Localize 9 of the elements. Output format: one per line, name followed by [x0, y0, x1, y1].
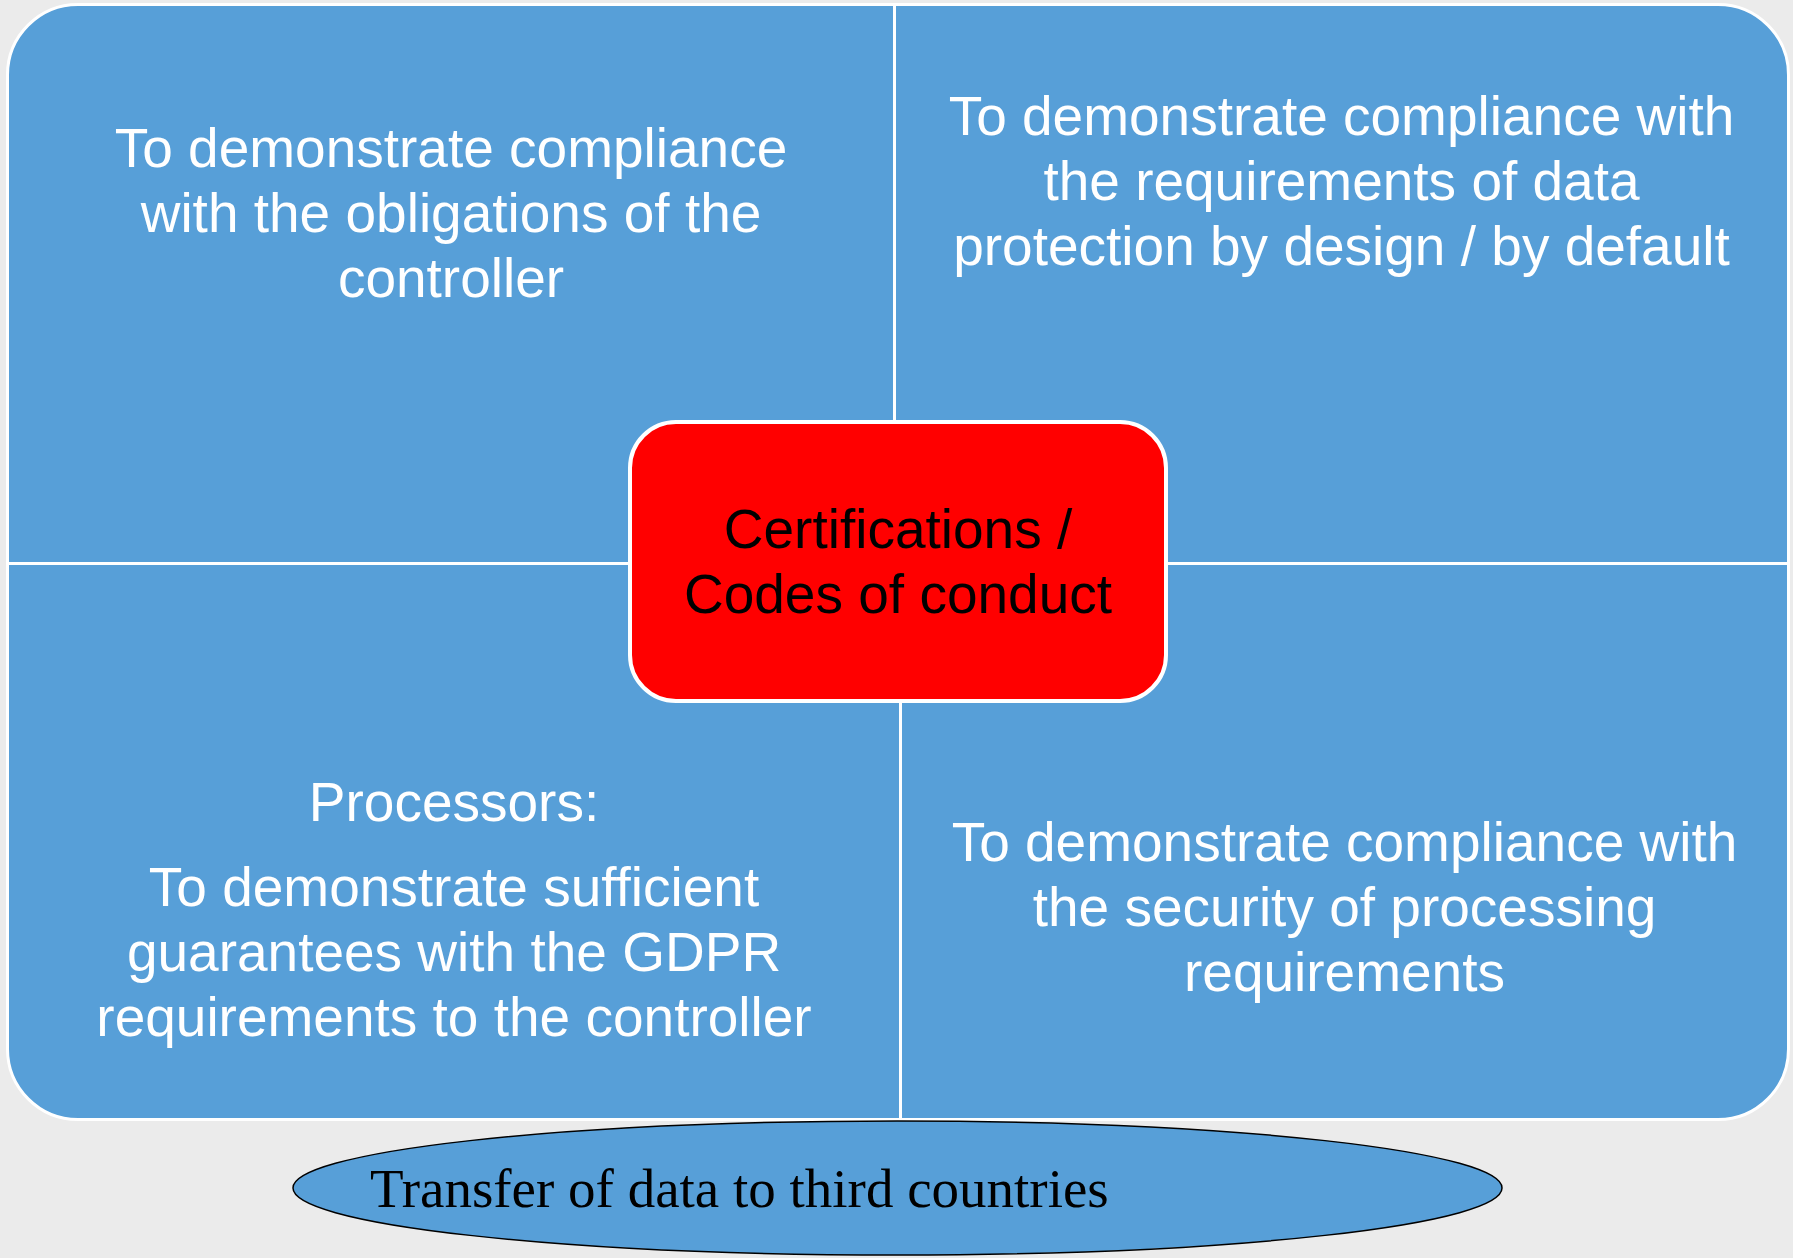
quadrant-panel	[6, 562, 902, 1121]
rounded-box	[628, 420, 1168, 703]
body-text: To demonstrate compliance with the requirements of data protection by design / by default	[947, 84, 1736, 279]
heading-text: Processors:	[307, 770, 601, 835]
body-text: To demonstrate compliance with the obligations of the controller	[113, 116, 789, 311]
body-text: To demonstrate sufficient guarantees with the GDPR requirements to the controller	[95, 855, 813, 1050]
center-text: Certifications / Codes of conduct	[682, 496, 1114, 627]
body-text: To demonstrate compliance with the security of processing requirements	[950, 810, 1739, 1005]
ellipse-text: Transfer of data to third countries	[370, 1156, 1109, 1220]
